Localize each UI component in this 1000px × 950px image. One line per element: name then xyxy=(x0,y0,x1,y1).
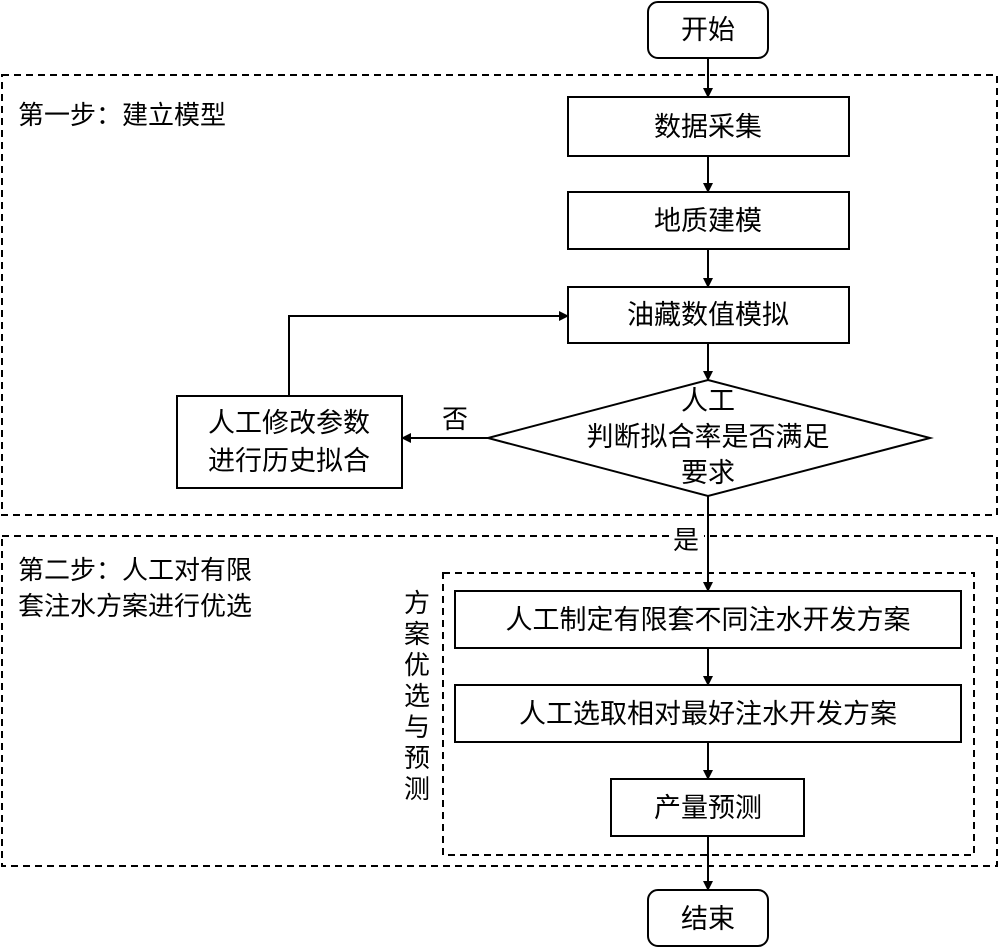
production-forecast-node: 产量预测 xyxy=(610,778,805,837)
inner-stage-label: 方 案 优 选 与 预 测 xyxy=(404,589,430,805)
svg-text:产量预测: 产量预测 xyxy=(654,793,762,824)
decision-node: 人工 判断拟合率是否满足 要求 xyxy=(484,378,934,498)
edge-label-yes: 是 xyxy=(673,526,699,556)
svg-text:油藏数值模拟: 油藏数值模拟 xyxy=(627,300,789,331)
stage2-label-line2: 套注水方案进行优选 xyxy=(18,592,252,622)
reservoir-simulation-node: 油藏数值模拟 xyxy=(567,286,850,344)
edge-label-no: 否 xyxy=(442,405,468,435)
svg-text:人工: 人工 xyxy=(681,386,735,417)
svg-text:要求: 要求 xyxy=(681,458,735,489)
svg-text:开始: 开始 xyxy=(681,15,735,46)
svg-text:地质建模: 地质建模 xyxy=(654,206,762,237)
svg-text:结束: 结束 xyxy=(681,904,735,935)
stage1-frame xyxy=(1,74,998,516)
svg-text:选: 选 xyxy=(404,682,430,712)
end-node: 结束 xyxy=(647,889,769,947)
data-collection-node: 数据采集 xyxy=(567,96,850,157)
svg-text:与: 与 xyxy=(404,713,430,743)
svg-text:进行历史拟合: 进行历史拟合 xyxy=(208,446,370,477)
choose-scheme-node: 人工选取相对最好注水开发方案 xyxy=(454,684,962,743)
svg-text:人工选取相对最好注水开发方案: 人工选取相对最好注水开发方案 xyxy=(519,699,897,730)
svg-text:人工制定有限套不同注水开发方案: 人工制定有限套不同注水开发方案 xyxy=(506,605,911,636)
stage1-label: 第一步：建立模型 xyxy=(18,101,226,131)
stage2-label-line1: 第二步：人工对有限 xyxy=(18,556,252,586)
svg-text:数据采集: 数据采集 xyxy=(654,112,762,143)
start-node: 开始 xyxy=(647,1,769,59)
edge-label-yes-bg xyxy=(670,524,704,554)
make-schemes-node: 人工制定有限套不同注水开发方案 xyxy=(454,590,962,649)
svg-text:优: 优 xyxy=(404,651,430,681)
svg-text:人工修改参数: 人工修改参数 xyxy=(208,408,370,439)
svg-text:判断拟合率是否满足: 判断拟合率是否满足 xyxy=(587,422,830,453)
svg-text:方: 方 xyxy=(404,589,430,619)
stage2-frame xyxy=(1,535,998,867)
svg-text:测: 测 xyxy=(404,775,430,805)
history-matching-node: 人工修改参数 进行历史拟合 xyxy=(176,395,403,489)
svg-text:案: 案 xyxy=(404,620,430,650)
geo-modeling-node: 地质建模 xyxy=(567,191,850,250)
arrow-history-loop xyxy=(288,311,569,396)
svg-text:预: 预 xyxy=(404,744,430,774)
